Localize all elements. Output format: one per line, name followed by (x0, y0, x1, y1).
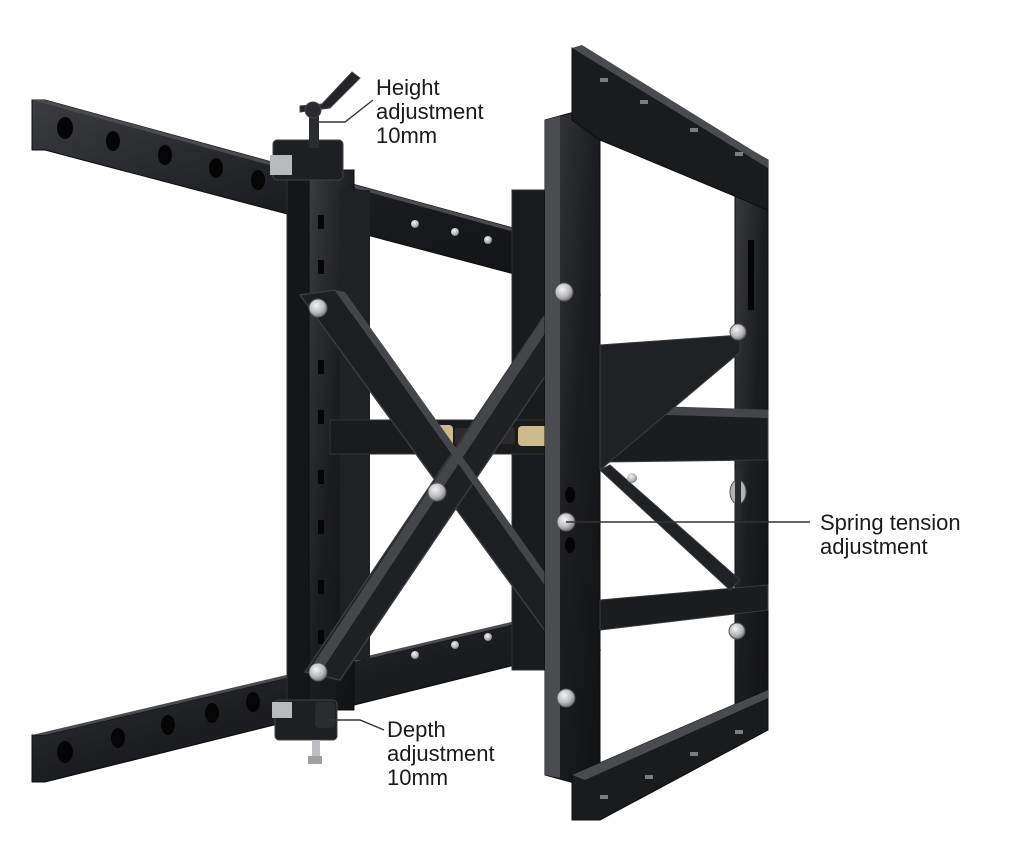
depth-adjustment-label: Depth adjustment 10mm (387, 718, 495, 790)
bolt (554, 282, 574, 302)
depth-label-line3: 10mm (387, 765, 449, 790)
depth-label-line2: adjustment (387, 741, 495, 766)
height-adjustment-label: Height adjustment 10mm (376, 76, 484, 148)
scissor-arms (298, 284, 602, 681)
bolt (556, 688, 576, 708)
bolt (308, 662, 328, 682)
bolt (729, 323, 747, 341)
spring-tension-label: Spring tension adjustment (820, 511, 961, 559)
bolt (728, 622, 746, 640)
height-label-line2: adjustment (376, 99, 484, 124)
height-label-line1: Height (376, 75, 440, 100)
depth-label-line1: Depth (387, 717, 446, 742)
depth-adjustment-handle (272, 699, 338, 764)
height-adjustment-handle (270, 71, 361, 181)
bolt (427, 482, 447, 502)
leader-lines (313, 99, 810, 731)
spring-tension-knob (729, 470, 747, 520)
depth-leader (326, 719, 385, 731)
front-frame (544, 45, 769, 821)
bolts (308, 220, 747, 708)
spring-label-line1: Spring tension (820, 510, 961, 535)
bolt (308, 298, 328, 318)
bolt (627, 473, 637, 483)
height-label-line3: 10mm (376, 123, 438, 148)
spring-label-line2: adjustment (820, 534, 928, 559)
height-leader (313, 99, 374, 123)
